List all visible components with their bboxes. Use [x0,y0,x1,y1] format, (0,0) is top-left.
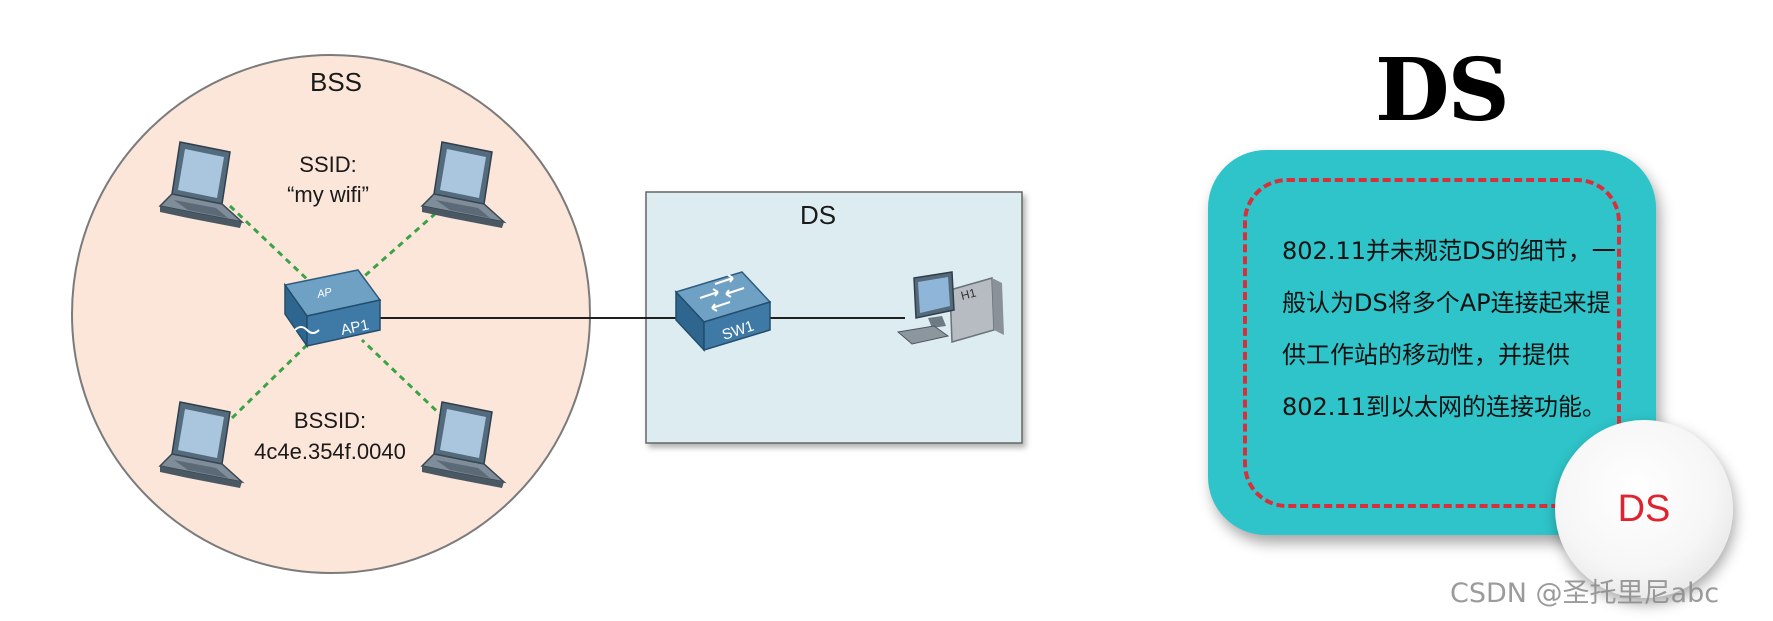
info-callout-text: 802.11并未规范DS的细节，一般认为DS将多个AP连接起来提供工作站的移动性… [1282,237,1616,421]
ap-name-label: AP1 [339,316,370,339]
bssid-label-text: BSSID: [293,408,367,433]
watermark: CSDN @圣托里尼abc [1450,578,1720,609]
ds-area-title: DS [800,200,837,230]
access-point-icon: AP AP1 [283,269,382,349]
ssid-label-text: SSID: [299,152,357,177]
bss-title: BSS [310,67,363,97]
info-panel-title: DS [1375,40,1510,141]
desktop-computer-icon: H1 [896,271,1004,345]
switch-icon: SW1 [674,271,772,352]
bssid-value: 4c4e.354f.0040 [254,439,406,464]
info-callout-dashed-border [1243,178,1621,508]
ssid-label: SSID: “my wifi” [268,150,388,210]
bssid-label: BSSID: 4c4e.354f.0040 [230,405,430,467]
ds-badge-label: DS [1617,488,1671,530]
host-name-label: H1 [959,286,978,303]
ds-badge: DS [1555,420,1733,598]
wireless-links [228,204,446,420]
ssid-value: “my wifi” [287,182,369,207]
ap-type-label: AP [315,286,333,301]
